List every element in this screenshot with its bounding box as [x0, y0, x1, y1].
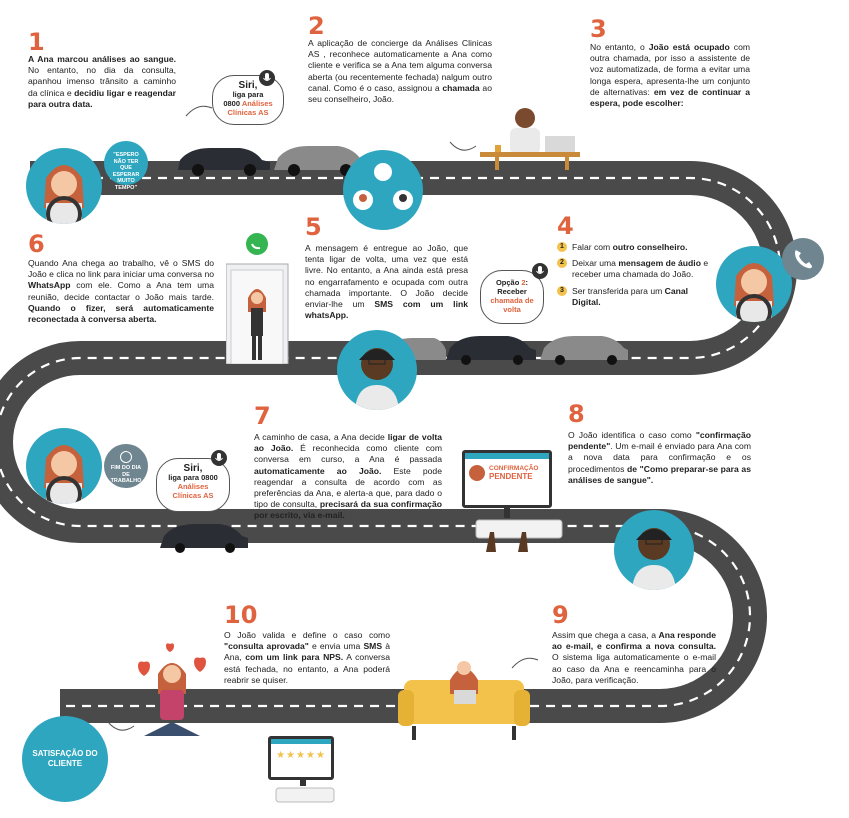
cars-top — [178, 146, 366, 176]
ana-driving-avatar — [26, 148, 102, 224]
step-1-text: A Ana marcou análises ao sangue. No enta… — [28, 54, 176, 109]
joao-headset-avatar — [337, 330, 417, 410]
option-3-badge: 3 — [557, 285, 567, 296]
step-4-number: 4 — [557, 212, 574, 240]
microphone-icon-3 — [211, 450, 227, 466]
step-9-text: Assim que chega a casa, a Ana responde a… — [552, 630, 716, 685]
step-5-text: A mensagem é entregue ao João, que tenta… — [305, 243, 468, 321]
stars-rating: ★★★★★ — [276, 750, 326, 761]
siri-bubble-2: Siri, liga para 0800 Análises Clínicas A… — [156, 458, 230, 512]
routing-network-icon — [343, 150, 423, 230]
ana-on-sofa-illustration — [398, 661, 530, 740]
arrow-icon — [185, 105, 213, 117]
step-8-text: O João identifica o caso como "confirmaç… — [568, 430, 751, 485]
step-10-text: O João valida e define o caso como "cons… — [224, 630, 390, 685]
option-2-bubble: Opção 2: Receber chamada de volta — [480, 270, 544, 324]
step-2-text: A aplicação de concierge da Análises Cli… — [308, 38, 492, 105]
step-3-number: 3 — [590, 15, 607, 43]
clock-icon — [120, 451, 132, 463]
arrow-icon — [511, 657, 539, 669]
step-8-number: 8 — [568, 400, 585, 428]
step-5-number: 5 — [305, 213, 322, 241]
option-1-badge: 1 — [557, 242, 567, 252]
step-3-text: No entanto, o João está ocupado com outr… — [590, 42, 751, 109]
step-1-number: 1 — [28, 28, 45, 56]
end-of-day-badge: FIM DO DIA DE TRABALHO — [104, 444, 148, 488]
cars-middle — [384, 336, 628, 365]
step-7-text: A caminho de casa, a Ana decide ligar de… — [254, 432, 442, 521]
happy-ana-with-hearts — [138, 643, 206, 736]
keyboard-lower — [275, 780, 335, 803]
ana-driving-avatar-3 — [26, 428, 102, 504]
step-7-number: 7 — [254, 402, 271, 430]
joao-headset-avatar-2 — [614, 510, 694, 590]
step-9-number: 9 — [552, 601, 569, 629]
option-2-badge: 2 — [557, 258, 567, 269]
step-6-number: 6 — [28, 230, 45, 258]
car-lower — [160, 524, 248, 553]
step-2-number: 2 — [308, 12, 325, 40]
keyboard-and-hands — [475, 508, 563, 552]
joao-at-desk-illustration — [480, 108, 580, 170]
rating-monitor: ★★★★★ — [268, 736, 334, 780]
monitor-pending-confirmation: CONFIRMAÇÃO PENDENTE — [462, 450, 552, 508]
step-6-text: Quando Ana chega ao trabalho, vê o SMS d… — [28, 258, 214, 325]
step-10-number: 10 — [224, 601, 258, 629]
microphone-icon — [259, 70, 275, 86]
arrow-icon — [449, 141, 477, 151]
arrow-icon — [107, 721, 135, 731]
customer-satisfaction-badge: SATISFAÇÃO DO CLIENTE — [22, 716, 108, 802]
ana-in-elevator-illustration — [226, 233, 289, 364]
microphone-icon-2 — [532, 263, 548, 279]
phone-icon — [782, 238, 824, 280]
wait-thought-badge: "ESPERO NÃO TER QUE ESPERAR MUITO TEMPO" — [104, 141, 148, 191]
ana-driving-avatar-2 — [716, 246, 792, 322]
siri-bubble-1: Siri, liga para 0800 Análises Clínicas A… — [212, 75, 284, 125]
